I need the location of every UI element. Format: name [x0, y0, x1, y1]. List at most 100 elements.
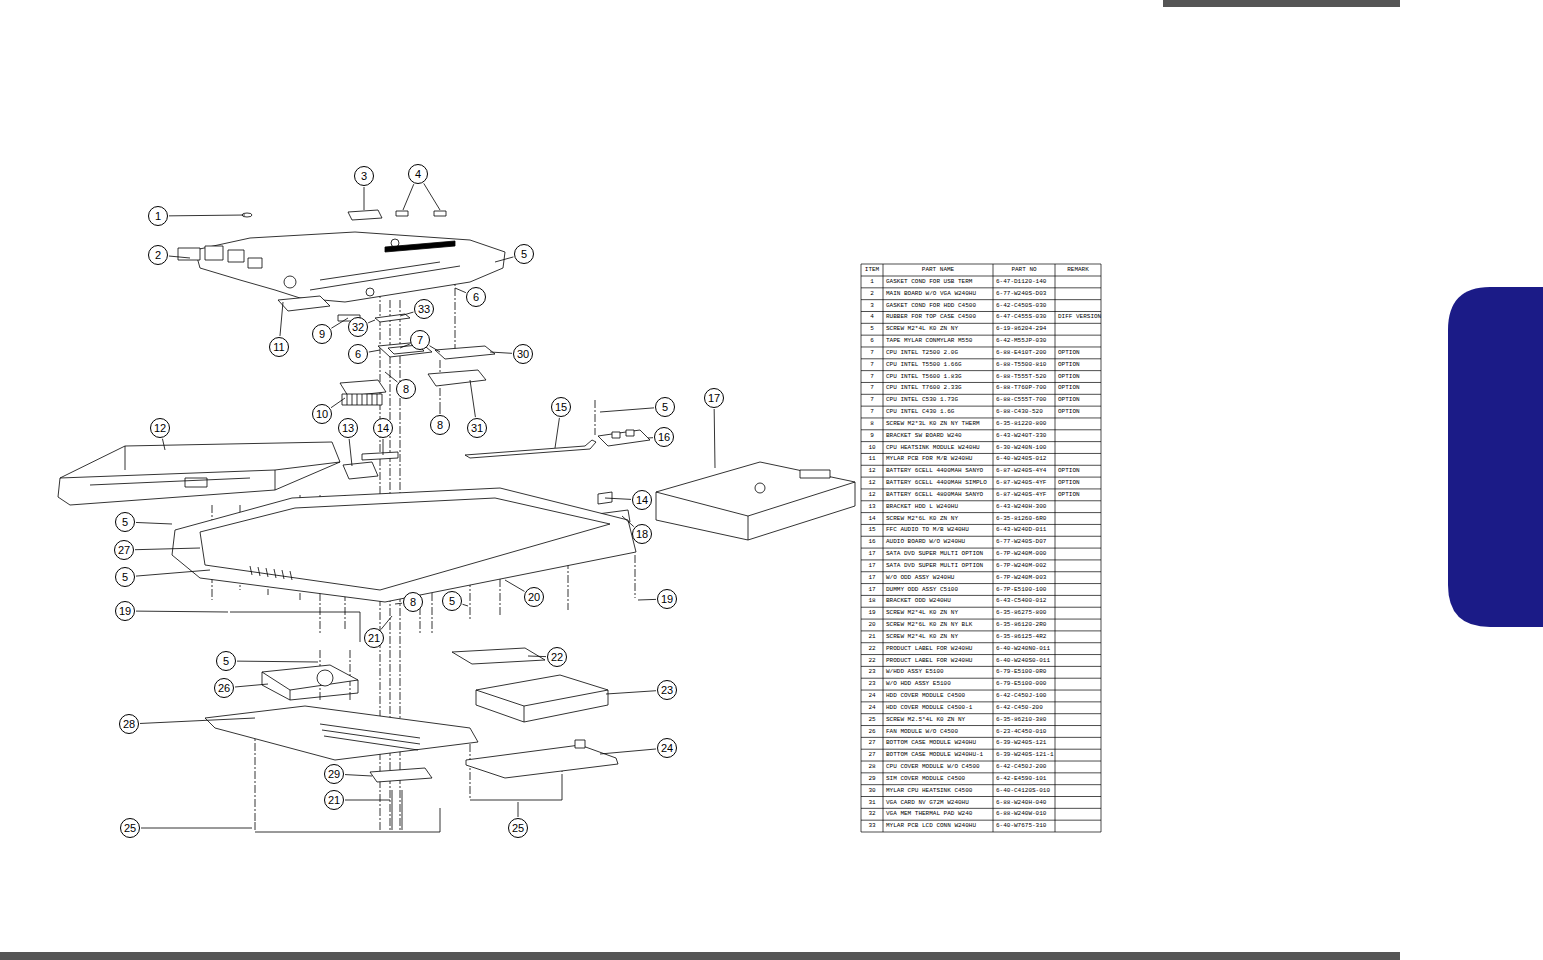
part-outline: [200, 498, 610, 590]
table-cell: 6-87-W240S-4YF: [994, 477, 1054, 489]
table-cell: 17: [862, 560, 882, 572]
callout-circle: 5: [442, 591, 462, 611]
part-outline: [278, 296, 330, 311]
table-cell: 25: [862, 714, 882, 726]
callout-circle: 5: [655, 397, 675, 417]
leader-line: [600, 749, 656, 754]
header-bar: [1163, 0, 1400, 7]
assembly-axis: [350, 650, 351, 700]
callout-circle: 13: [338, 418, 358, 438]
callout-circle: 6: [466, 287, 486, 307]
table-cell: 12: [862, 489, 882, 501]
callout-number: 1: [155, 211, 161, 222]
callout-circle: 2: [148, 245, 168, 265]
table-cell: 6-79-E5100-000: [994, 678, 1054, 690]
part-outline: [310, 262, 460, 290]
bracket-line: [255, 808, 440, 832]
table-cell: DIFF VERSION: [1056, 311, 1100, 323]
table-cell: 6-47-D1120-140: [994, 276, 1054, 288]
table-cell: SCREW M2*4L K0 ZN NY: [884, 323, 992, 335]
callout-number: 19: [119, 606, 131, 617]
table-cell: 6-47-C455S-030: [994, 311, 1054, 323]
leader-line: [162, 439, 165, 450]
part-outline: [60, 446, 340, 490]
table-rule: [861, 725, 1101, 726]
part-outline: [612, 432, 620, 438]
table-cell: 28: [862, 761, 882, 773]
table-cell: 6-43-W240T-330: [994, 430, 1054, 442]
leader-line: [169, 256, 190, 258]
table-cell: 8: [862, 418, 882, 430]
part-outline: [434, 211, 446, 216]
leader-line: [135, 548, 200, 550]
bracket-line: [255, 790, 402, 830]
callout-circle: 5: [514, 244, 534, 264]
table-cell: 6-42-C450J-200: [994, 761, 1054, 773]
table-cell: OPTION: [1056, 382, 1100, 394]
leader-line: [606, 691, 656, 694]
leader-line: [235, 684, 268, 687]
callout-number: 20: [528, 592, 540, 603]
table-rule: [861, 441, 1101, 442]
table-cell: 12: [862, 465, 882, 477]
table-rule: [861, 276, 1101, 277]
table-cell: 10: [862, 442, 882, 454]
table-cell: 23: [862, 678, 882, 690]
table-cell: 6-35-86210-380: [994, 714, 1054, 726]
table-cell: 6-77-W240S-D03: [994, 288, 1054, 300]
table-cell: BRACKET ODD W240HU: [884, 595, 992, 607]
leader-line: [495, 257, 513, 262]
table-cell: OPTION: [1056, 465, 1100, 477]
table-rule: [861, 299, 1101, 300]
table-rule: [861, 536, 1101, 537]
callout-circle: 18: [632, 524, 652, 544]
table-cell: 14: [862, 513, 882, 525]
part-outline: [465, 440, 596, 458]
callout-number: 14: [377, 423, 389, 434]
part-outline: [348, 210, 382, 220]
callout-number: 3: [361, 171, 367, 182]
leader-line: [331, 318, 348, 328]
part-outline: [626, 430, 634, 436]
leader-line: [140, 718, 255, 723]
part-outline: [205, 246, 223, 260]
leader-line: [528, 656, 546, 658]
table-cell: 6-39-W240S-121: [994, 737, 1054, 749]
leader-line: [369, 350, 380, 352]
table-cell: 27: [862, 737, 882, 749]
table-cell: OPTION: [1056, 406, 1100, 418]
table-cell: 7: [862, 406, 882, 418]
table-rule: [861, 737, 1101, 738]
table-cell: 6-88-T5500-810: [994, 359, 1054, 371]
leader-line: [141, 828, 252, 829]
leader-line: [455, 288, 466, 293]
callout-number: 8: [437, 420, 443, 431]
table-rule: [861, 394, 1101, 395]
table-cell: CPU INTEL C530 1.73G: [884, 394, 992, 406]
table-cell: CPU INTEL T5600 1.83G: [884, 371, 992, 383]
table-cell: 6-35-86125-4R2: [994, 631, 1054, 643]
table-header: ITEM: [862, 264, 882, 276]
table-cell: TAPE MYLAR CONMYLAR M550: [884, 335, 992, 347]
part-outline: [228, 250, 244, 262]
table-cell: 6-35-86120-2R0: [994, 619, 1054, 631]
table-cell: CPU COVER MODULE W/O C4500: [884, 761, 992, 773]
callout-number: 29: [328, 769, 340, 780]
table-cell: 6-40-C4120S-010: [994, 785, 1054, 797]
part-outline: [396, 211, 408, 216]
table-cell: 6-7P-E5100-100: [994, 584, 1054, 596]
leader-line: [349, 439, 352, 466]
table-cell: SCREW M2*4L K0 ZN NY: [884, 607, 992, 619]
callout-circle: 4: [408, 164, 428, 184]
table-cell: 6-40-W240N0-011: [994, 643, 1054, 655]
part-outline: [575, 740, 585, 748]
bracket-line: [470, 780, 562, 800]
table-cell: SCREW M2*4L K0 ZN NY: [884, 631, 992, 643]
callout-circle: 10: [312, 404, 332, 424]
part-outline: [347, 394, 377, 405]
table-cell: 6-42-M55JP-030: [994, 335, 1054, 347]
table-cell: 6-40-W240S-012: [994, 453, 1054, 465]
callout-circle: 23: [657, 680, 677, 700]
